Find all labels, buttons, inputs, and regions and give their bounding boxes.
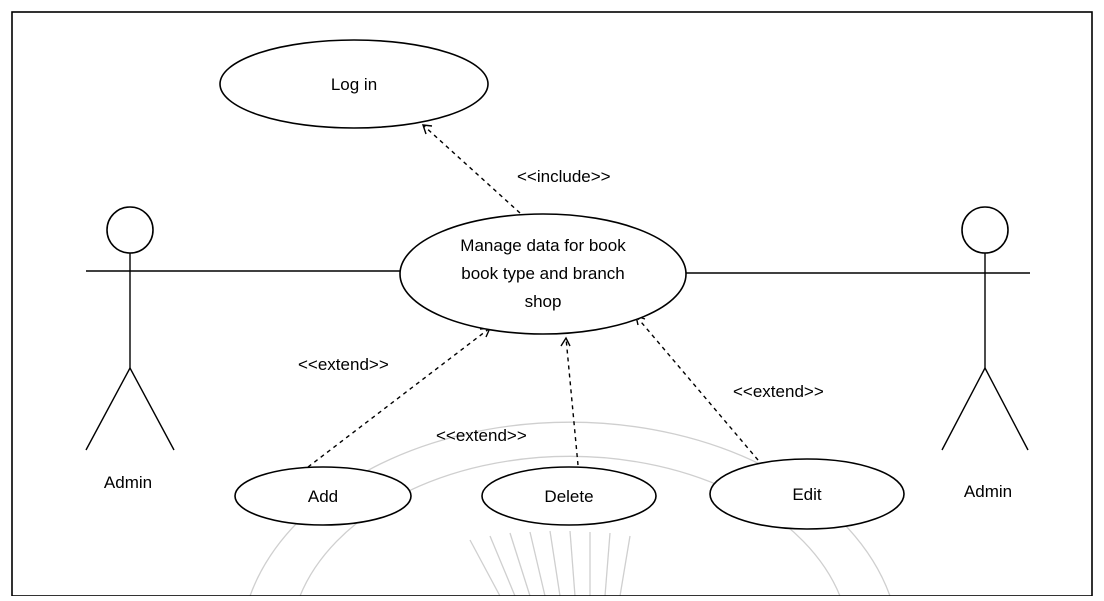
use-case-login: Log in xyxy=(219,39,489,129)
use-case-login-label: Log in xyxy=(331,75,377,94)
use-case-manage-label-line3: shop xyxy=(525,292,562,311)
use-case-edit-label: Edit xyxy=(792,485,822,504)
use-case-delete: Delete xyxy=(481,466,657,526)
actor-admin-left: Admin xyxy=(85,206,175,492)
actor-left-label: Admin xyxy=(104,473,152,492)
extend-label-edit: <<extend>> xyxy=(733,382,824,401)
use-case-manage-label-line1: Manage data for book xyxy=(460,236,626,255)
actor-right-label: Admin xyxy=(964,482,1012,501)
use-case-add-label: Add xyxy=(308,487,338,506)
use-case-manage-label-line2: book type and branch xyxy=(461,264,625,283)
use-case-delete-label: Delete xyxy=(544,487,593,506)
extend-label-add: <<extend>> xyxy=(298,355,389,374)
use-case-manage-data: Manage data for book book type and branc… xyxy=(399,213,687,335)
actor-head-icon xyxy=(106,206,154,254)
extend-label-delete: <<extend>> xyxy=(436,426,527,445)
extend-dependency-add xyxy=(307,327,492,468)
actor-admin-right: Admin xyxy=(941,206,1029,501)
extend-dependency-delete xyxy=(560,336,579,466)
include-label: <<include>> xyxy=(517,167,611,186)
use-case-edit: Edit xyxy=(709,458,905,530)
use-case-add: Add xyxy=(234,466,412,526)
include-dependency xyxy=(421,124,521,214)
actor-head-icon xyxy=(961,206,1009,254)
